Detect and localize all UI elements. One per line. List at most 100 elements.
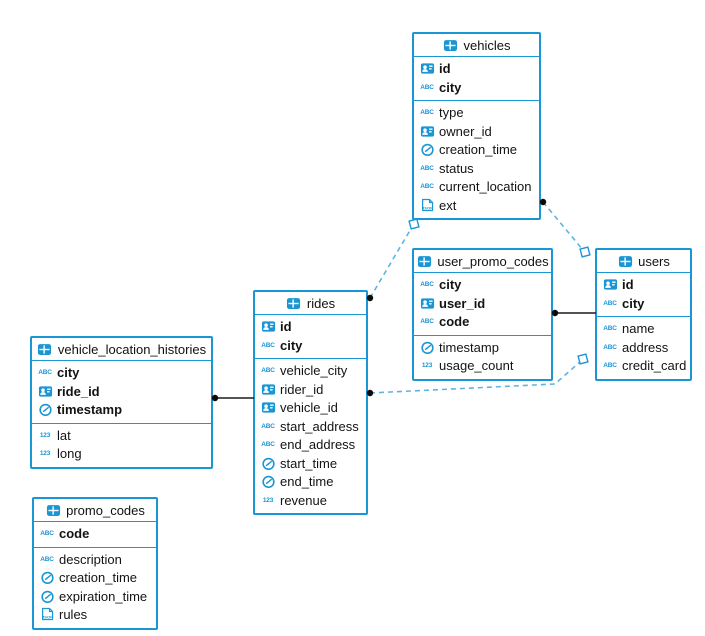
table-icon — [416, 254, 432, 269]
primary-key-section: id ABC city — [255, 315, 366, 359]
table-row: owner_id — [414, 122, 539, 141]
id-type-icon — [260, 382, 276, 397]
text-type-icon: ABC — [420, 318, 434, 326]
time-type-icon — [37, 402, 53, 417]
table-row: ABC name — [597, 320, 690, 339]
table-header[interactable]: users — [597, 250, 690, 273]
field-name: current_location — [439, 179, 532, 195]
field-name: vehicle_city — [280, 363, 348, 379]
table-rides[interactable]: rides id ABC city ABC vehicle_city rider_i… — [253, 290, 368, 515]
field-name: usage_count — [439, 358, 514, 374]
fields-section: ABC description creation_time expiration_… — [34, 548, 156, 628]
text-type-icon: ABC — [420, 164, 434, 172]
number-type-icon: 123 — [39, 431, 51, 439]
field-name: rider_id — [280, 381, 324, 397]
id-type-icon — [419, 296, 435, 311]
text-type-icon: ABC — [420, 83, 434, 91]
text-type-icon: ABC — [40, 555, 54, 563]
table-row: id — [255, 318, 366, 337]
table-row: ext — [414, 196, 539, 215]
field-name: ext — [439, 197, 457, 213]
field-name: city — [57, 365, 80, 381]
field-name: description — [59, 551, 122, 567]
text-type-icon: ABC — [261, 441, 275, 449]
field-name: credit_card — [622, 358, 687, 374]
table-title: vehicles — [463, 37, 511, 53]
table-title: users — [638, 253, 670, 269]
text-type-icon: ABC — [420, 183, 434, 191]
id-type-icon — [602, 277, 618, 292]
table-title: promo_codes — [66, 502, 145, 518]
table-row: creation_time — [34, 569, 156, 588]
id-type-icon — [419, 61, 435, 76]
text-type-icon: ABC — [261, 367, 275, 375]
table-title: vehicle_location_histories — [57, 341, 207, 357]
field-name: city — [280, 337, 303, 353]
table-row: timestamp — [32, 401, 211, 420]
field-name: revenue — [280, 492, 327, 508]
text-type-icon: ABC — [420, 109, 434, 117]
id-type-icon — [419, 124, 435, 139]
field-name: start_address — [280, 418, 359, 434]
table-header[interactable]: vehicles — [414, 34, 539, 57]
table-header[interactable]: promo_codes — [34, 499, 156, 522]
table-icon — [286, 296, 302, 311]
number-type-icon: 123 — [262, 496, 274, 504]
table-header[interactable]: vehicle_location_histories — [32, 338, 211, 361]
table-row: vehicle_id — [255, 399, 366, 418]
table-title: user_promo_codes — [437, 253, 549, 269]
table-icon — [37, 342, 53, 357]
field-name: city — [622, 295, 645, 311]
table-row: ABC city — [255, 336, 366, 355]
table-row: 123 revenue — [255, 491, 366, 510]
field-name: city — [439, 277, 462, 293]
table-row: rules — [34, 606, 156, 625]
field-name: timestamp — [57, 402, 123, 418]
field-name: name — [622, 321, 655, 337]
field-name: rules — [59, 607, 88, 623]
relationship-square-marker — [577, 353, 589, 365]
text-type-icon: ABC — [261, 341, 275, 349]
field-name: expiration_time — [59, 588, 148, 604]
json-type-icon — [419, 198, 435, 213]
field-name: id — [280, 319, 292, 335]
id-type-icon — [260, 319, 276, 334]
table-header[interactable]: rides — [255, 292, 366, 315]
relationship-line[interactable] — [542, 201, 584, 251]
text-type-icon: ABC — [603, 325, 617, 333]
table-icon — [45, 503, 61, 518]
time-type-icon — [39, 570, 55, 585]
table-row: ride_id — [32, 382, 211, 401]
table-row: expiration_time — [34, 587, 156, 606]
table-row: rider_id — [255, 380, 366, 399]
relationship-line[interactable] — [369, 226, 413, 299]
json-type-icon — [39, 607, 55, 622]
table-header[interactable]: user_promo_codes — [414, 250, 551, 273]
